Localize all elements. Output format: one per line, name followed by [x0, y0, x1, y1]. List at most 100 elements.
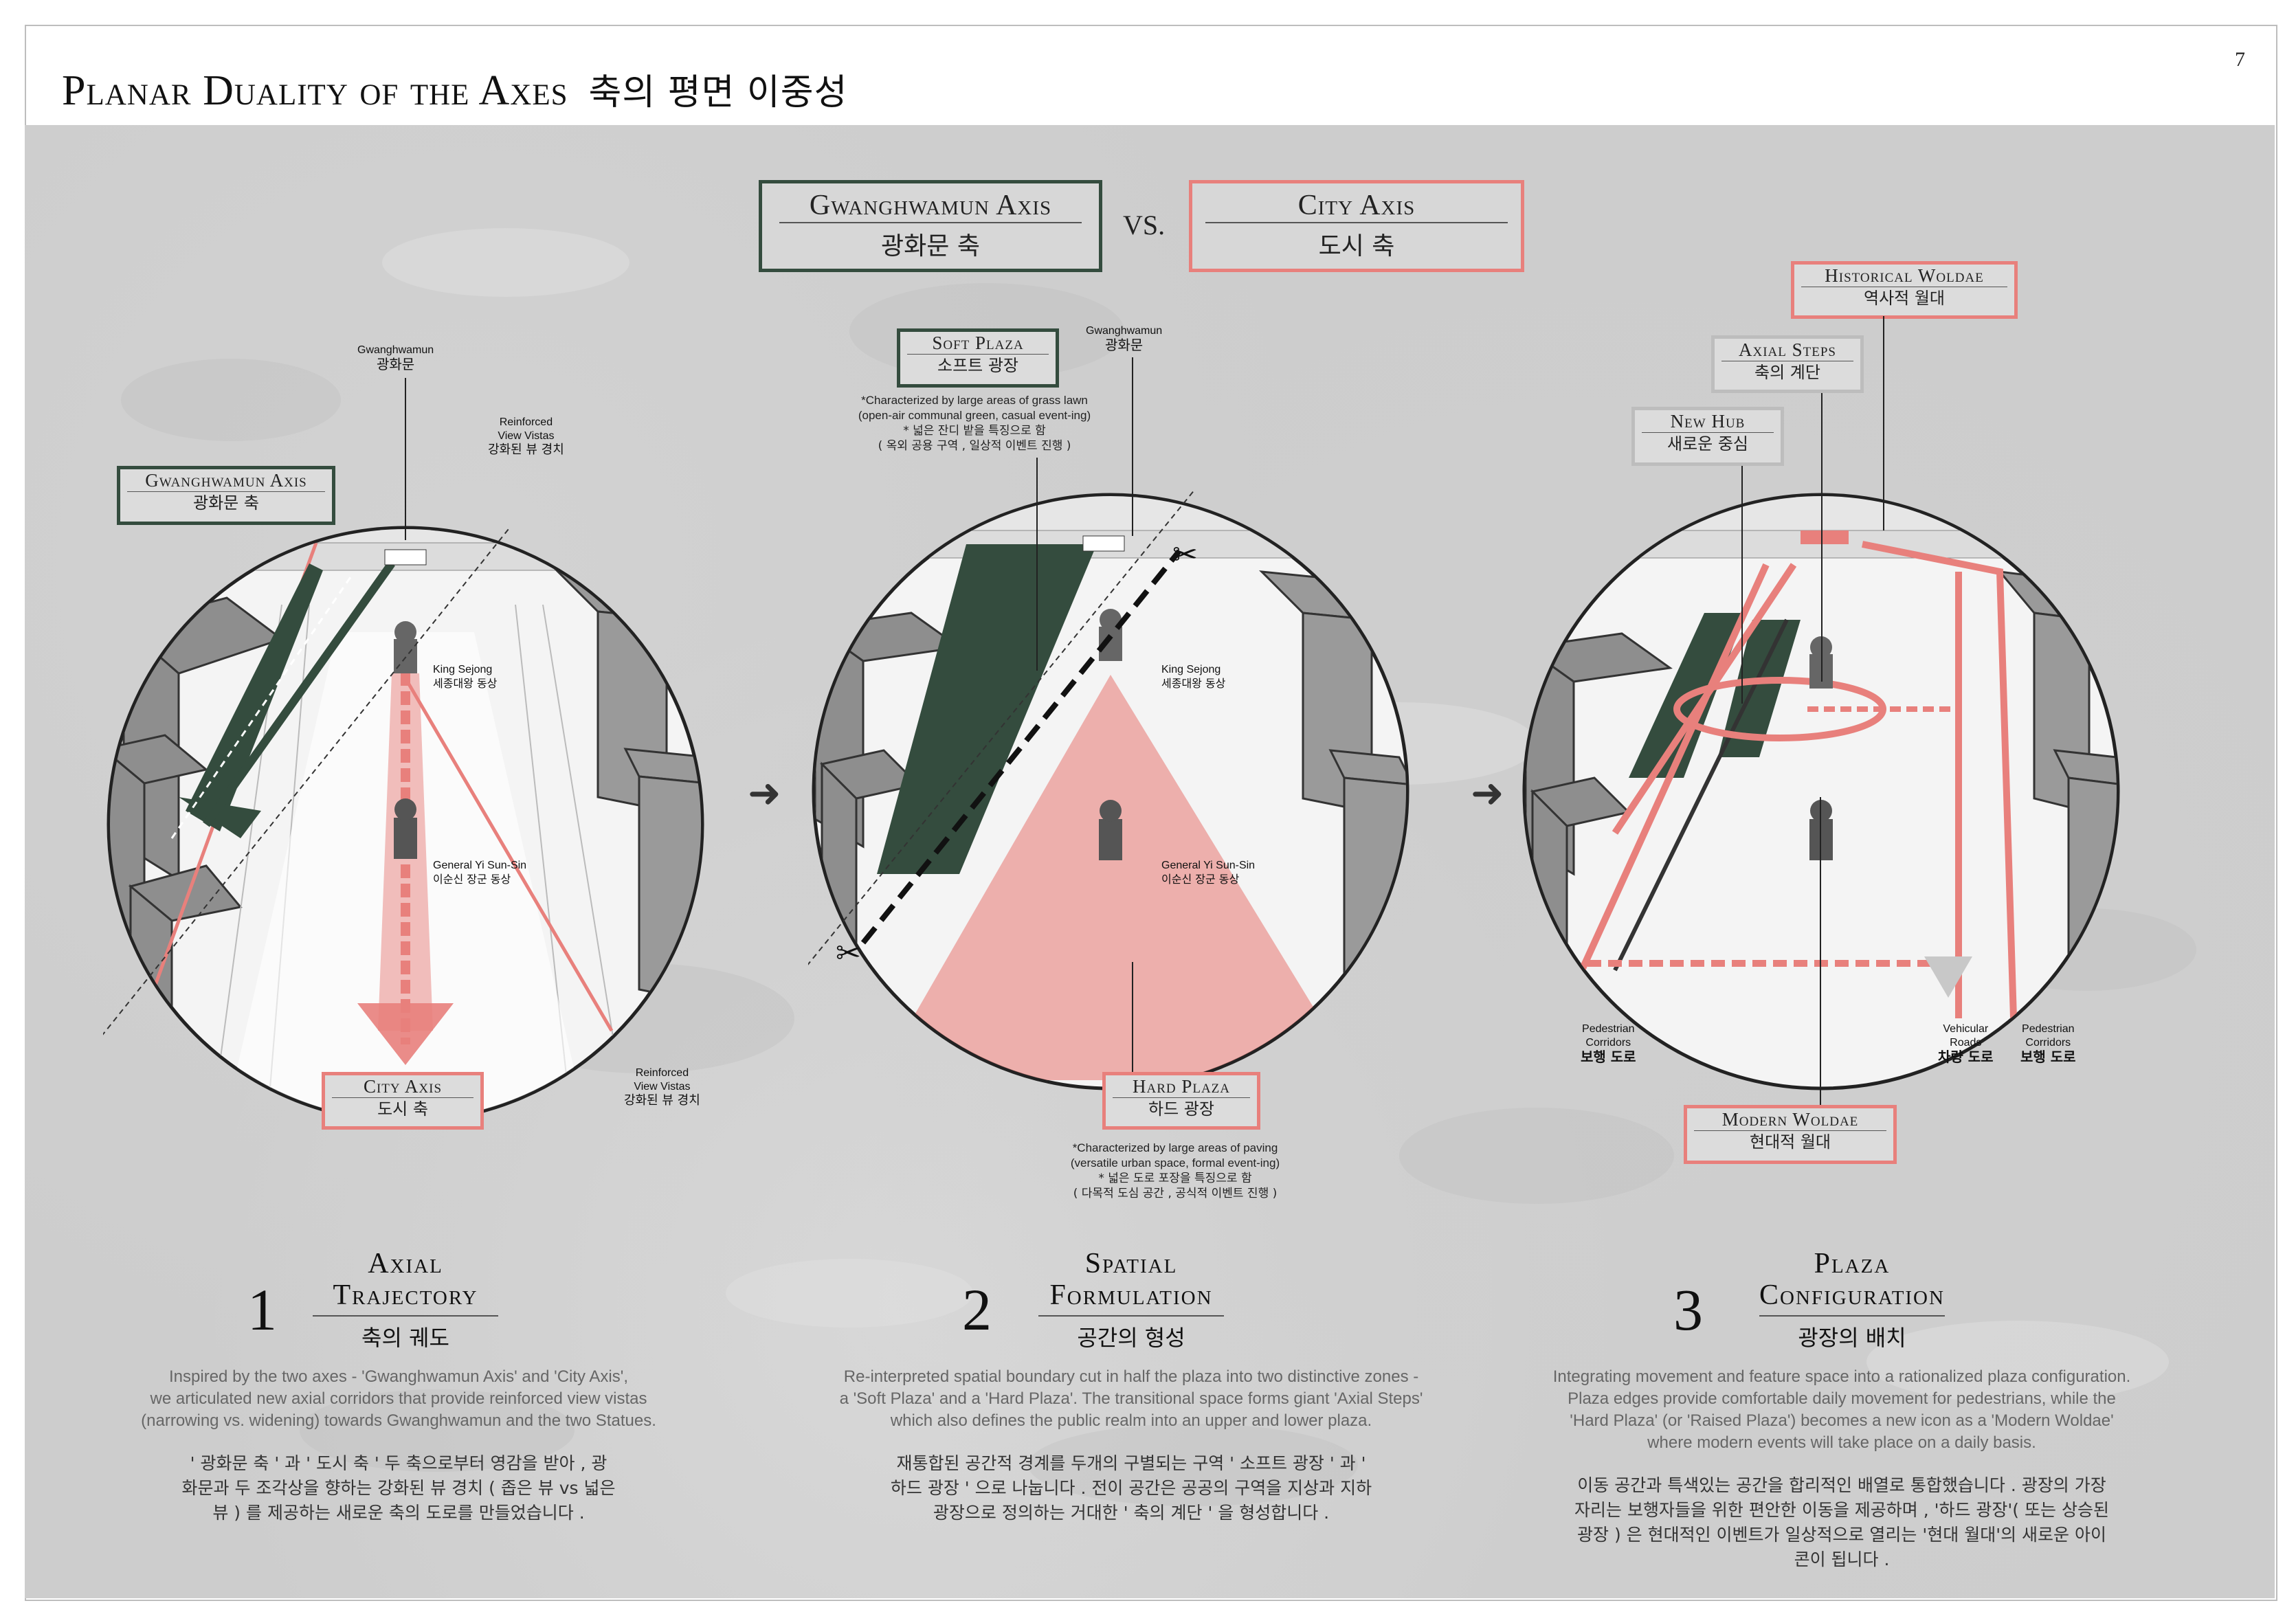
diagram-1-circle: [103, 526, 704, 1123]
hub-en: New Hub: [1670, 411, 1746, 432]
vistas2-en-1: Reinforced: [635, 1067, 689, 1079]
step-3-description-en: Integrating movement and feature space i…: [1512, 1366, 2172, 1454]
axial-steps-label: Axial Steps 축의 계단: [1711, 335, 1864, 393]
steps-en: Axial Steps: [1739, 339, 1836, 360]
modern-woldae-label: Modern Woldae 현대적 월대: [1684, 1105, 1897, 1164]
leader-line: [1820, 797, 1821, 1105]
para-line: 재통합된 공간적 경계를 두개의 구별되는 구역 ' 소프트 광장 ' 과 ': [896, 1453, 1366, 1473]
ped-r-en-2: Corridors: [2025, 1037, 2071, 1049]
leader-line: [1741, 466, 1743, 704]
hard-plaza-ko: 하드 광장: [1148, 1099, 1214, 1119]
new-hub-label: New Hub 새로운 중심: [1631, 407, 1784, 466]
para-line: where modern events will take place on a…: [1647, 1433, 2036, 1452]
para-line: 하드 광장 ' 으로 나눕니다 . 전이 공간은 공공의 구역을 지상과 지하: [890, 1478, 1372, 1498]
pedestrian-right-label: Pedestrian Corridors 보행 도로: [2020, 1022, 2076, 1064]
city-axis-label-1: City Axis 도시 축: [322, 1072, 484, 1130]
rule: [1113, 1097, 1250, 1098]
step-title-line-2: Configuration: [1759, 1279, 1945, 1311]
step-2-description-en: Re-interpreted spatial boundary cut in h…: [801, 1366, 1461, 1432]
soft-note-2: (open-air communal green, casual event-i…: [858, 409, 1091, 422]
para-line: ' 광화문 축 ' 과 ' 도시 축 ' 두 축으로부터 영감을 받아 , 광: [190, 1453, 608, 1473]
gwanghwamun-axis-header-en: Gwanghwamun Axis: [809, 190, 1052, 221]
step-title-line-2: Formulation: [1049, 1279, 1213, 1311]
general-yi-label-2: General Yi Sun-Sin 이순신 장군 동상: [1161, 859, 1255, 886]
vistas-en-2: View Vistas: [498, 430, 555, 442]
king-en: King Sejong: [433, 664, 493, 675]
city-axis-header-ko: 도시 축: [1318, 232, 1395, 260]
para-line: which also defines the public realm into…: [890, 1411, 1372, 1430]
veh-ko: 차량 도로: [1938, 1049, 1994, 1065]
step-1-description-en: Inspired by the two axes - 'Gwanghwamun …: [117, 1366, 680, 1432]
rule: [332, 1097, 473, 1098]
leader-line: [1821, 393, 1823, 682]
leader-line: [1132, 962, 1133, 1073]
hard-plaza-en: Hard Plaza: [1132, 1076, 1231, 1097]
vistas-label-2: Reinforced View Vistas 강화된 뷰 경치: [624, 1066, 700, 1108]
gw-axis-en: Gwanghwamun Axis: [145, 470, 307, 491]
versus-label: VS.: [1123, 210, 1166, 240]
step-title-line-2: Trajectory: [333, 1279, 478, 1311]
rule: [313, 1315, 498, 1317]
general-ko: 이순신 장군 동상: [1161, 873, 1240, 886]
hard-note-ko-1: * 넓은 도로 포장을 특징으로 함: [1098, 1172, 1252, 1185]
para-line: 뷰 ) 를 제공하는 새로운 축의 도로를 만들었습니다 .: [212, 1503, 585, 1523]
arrow-right-icon: ➜: [1471, 771, 1504, 816]
gwanghwamun-label-2: Gwanghwamun 광화문: [1086, 324, 1162, 352]
city-axis-header-en: City Axis: [1297, 190, 1416, 221]
step-number: 2: [962, 1277, 992, 1343]
hard-plaza-note: *Characterized by large areas of paving …: [1038, 1141, 1313, 1201]
para-line: (narrowing vs. widening) towards Gwanghw…: [141, 1411, 656, 1430]
step-title-line-1: Spatial: [1084, 1248, 1178, 1279]
pedestrian-left-label: Pedestrian Corridors 보행 도로: [1581, 1022, 1636, 1064]
veh-en-1: Vehicular: [1943, 1023, 1989, 1035]
para-line: Re-interpreted spatial boundary cut in h…: [843, 1367, 1419, 1386]
gwanghwamun-en: Gwanghwamun: [1086, 325, 1163, 337]
king-en: King Sejong: [1161, 664, 1221, 675]
general-en: General Yi Sun-Sin: [433, 860, 527, 871]
svg-text:✂: ✂: [836, 936, 861, 971]
arrow-right-icon: ➜: [748, 771, 781, 816]
page-number: 7: [2235, 48, 2245, 71]
rule: [1759, 1315, 1945, 1317]
para-line: 콘이 됩니다 .: [1794, 1549, 1890, 1569]
leader-line: [1036, 458, 1038, 671]
rule: [1694, 1130, 1886, 1131]
soft-plaza-ko: 소프트 광장: [937, 356, 1019, 375]
para-line: 화문과 두 조각상을 향하는 강화된 뷰 경치 ( 좁은 뷰 vs 넓은: [181, 1478, 616, 1498]
para-line: 자리는 보행자들을 위한 편안한 이동을 제공하며 , '하드 광장'( 또는 …: [1574, 1500, 2109, 1520]
step-2-description-ko: 재통합된 공간적 경계를 두개의 구별되는 구역 ' 소프트 광장 ' 과 ' …: [801, 1451, 1461, 1525]
step-title-ko: 공간의 형성: [1077, 1325, 1185, 1351]
rule: [1038, 1315, 1224, 1317]
rule: [1642, 432, 1774, 433]
gwanghwamun-axis-header: Gwanghwamun Axis 광화문 축: [759, 180, 1102, 272]
king-ko: 세종대왕 동상: [1161, 677, 1226, 690]
para-line: Plaza edges provide comfortable daily mo…: [1568, 1389, 2116, 1408]
soft-note-ko-2: ( 옥외 공용 구역 , 일상적 이벤트 진행 ): [878, 439, 1071, 453]
step-2-title: 2 Spatial Formulation 공간의 형성: [962, 1248, 1234, 1352]
rule: [127, 491, 325, 492]
svg-text:✂: ✂: [1172, 537, 1198, 572]
step-title-line-1: Plaza: [1814, 1248, 1891, 1279]
header-rule: [1205, 222, 1508, 223]
step-3-description-ko: 이동 공간과 특색있는 공간을 합리적인 배열로 통합했습니다 . 광장의 가장…: [1512, 1473, 2172, 1572]
ped-l-ko: 보행 도로: [1581, 1049, 1636, 1065]
step-number: 1: [247, 1277, 277, 1343]
modern-ko: 현대적 월대: [1749, 1132, 1831, 1152]
vistas-en-1: Reinforced: [499, 416, 553, 428]
step-1-description-ko: ' 광화문 축 ' 과 ' 도시 축 ' 두 축으로부터 영감을 받아 , 광 …: [117, 1451, 680, 1525]
vistas-ko: 강화된 뷰 경치: [488, 443, 564, 457]
soft-plaza-en: Soft Plaza: [932, 333, 1024, 353]
vistas-label-1: Reinforced View Vistas 강화된 뷰 경치: [488, 416, 564, 457]
soft-plaza-note: *Characterized by large areas of grass l…: [837, 393, 1112, 454]
leader-line: [1883, 316, 1884, 530]
para-line: 'Hard Plaza' (or 'Raised Plaza') becomes…: [1570, 1411, 2114, 1430]
city-axis-en: City Axis: [363, 1076, 443, 1097]
gwanghwamun-label-1: Gwanghwamun 광화문: [357, 344, 434, 371]
header-rule: [779, 222, 1082, 223]
leader-line: [1132, 357, 1133, 536]
para-line: 이동 공간과 특색있는 공간을 합리적인 배열로 통합했습니다 . 광장의 가장: [1577, 1475, 2106, 1495]
step-number: 3: [1673, 1277, 1703, 1343]
gwanghwamun-ko: 광화문: [1104, 337, 1144, 353]
para-line: 광장 ) 은 현대적인 이벤트가 일상적으로 열리는 '현대 월대'의 새로운 …: [1577, 1525, 2106, 1545]
